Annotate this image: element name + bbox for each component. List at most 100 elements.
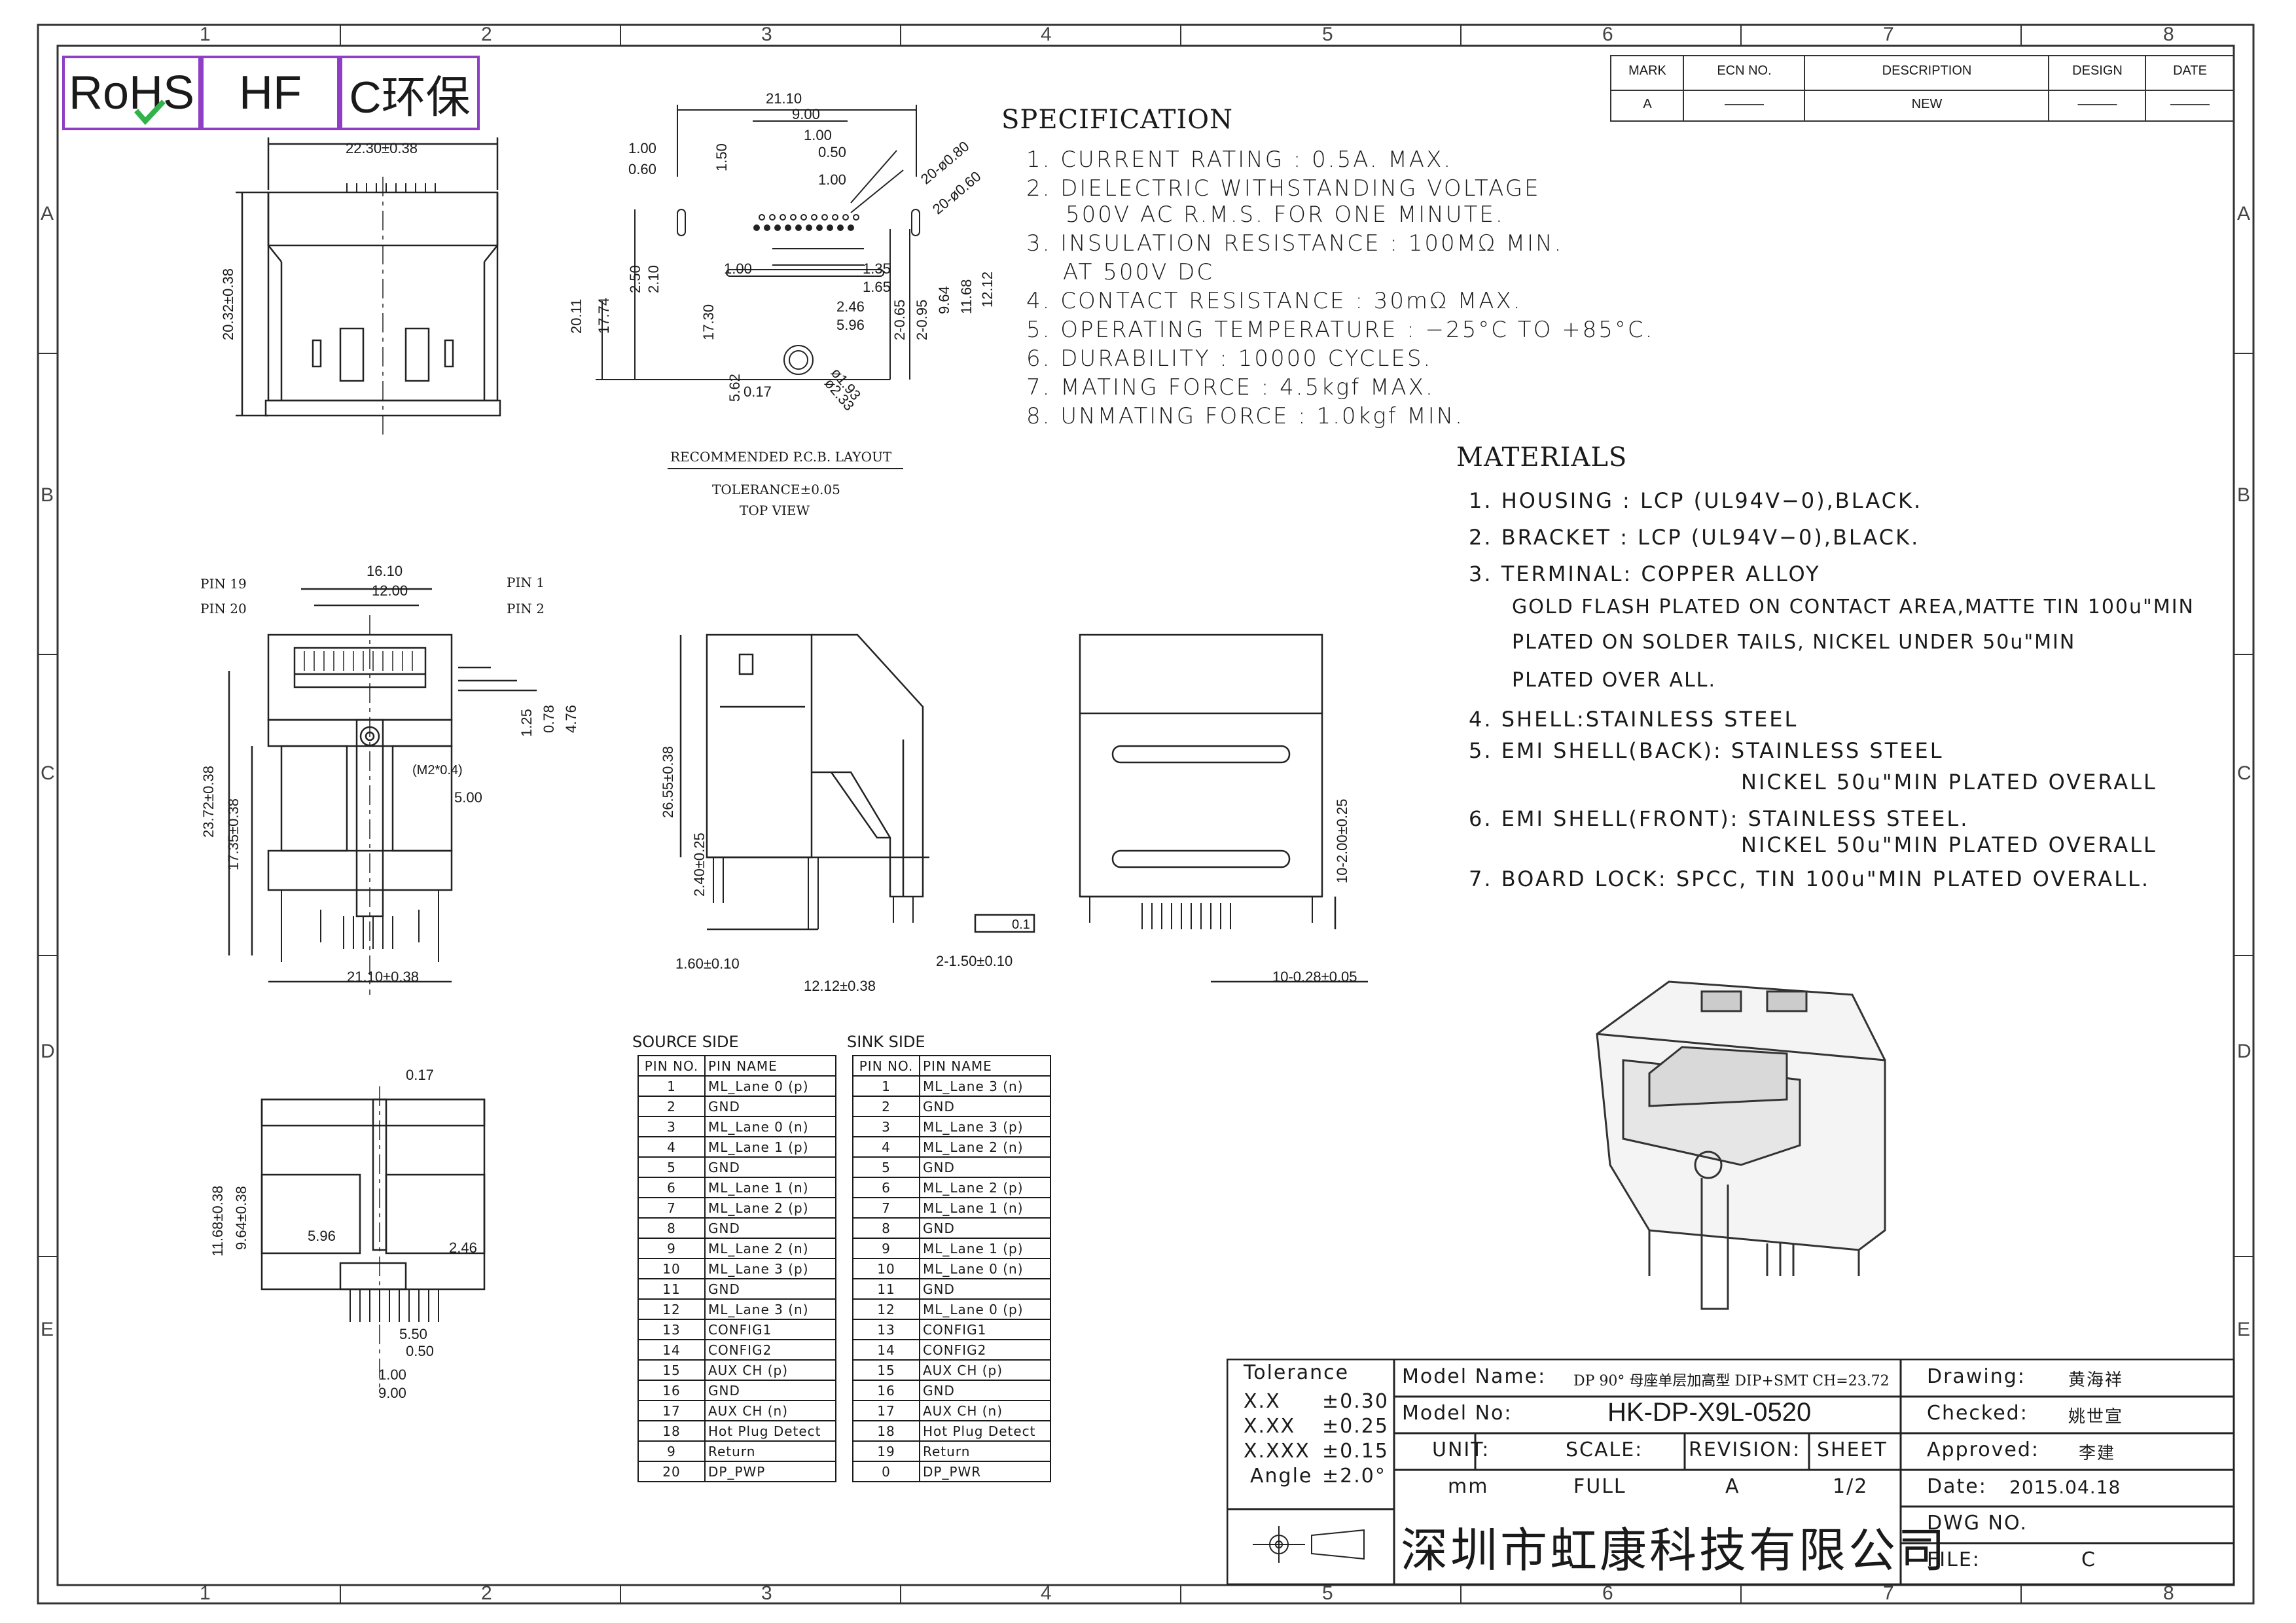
tolerance-xxxx-value: ±0.15	[1322, 1440, 1389, 1463]
bottom-dim: 9.00	[378, 1385, 406, 1401]
pin-name: GND	[704, 1096, 836, 1117]
spec-item: 6. DURABILITY : 10000 CYCLES.	[1026, 346, 1433, 372]
pin-no: 12	[852, 1298, 920, 1320]
pcb-dim: 12.12	[979, 271, 996, 308]
pin-no: 1	[637, 1075, 706, 1097]
unit-label: UNIT:	[1432, 1438, 1490, 1461]
zone-col-2-bottom: 2	[481, 1582, 492, 1604]
material-item: NICKEL 50u"MIN PLATED OVERALL	[1741, 770, 2157, 794]
pin-name: ML_Lane 3 (p)	[704, 1258, 836, 1279]
pin-name: ML_Lane 3 (p)	[919, 1116, 1051, 1137]
scale-value: FULL	[1573, 1475, 1626, 1498]
zone-row-a-right: A	[2237, 203, 2251, 224]
tolerance-xxx-label: X.XX	[1244, 1415, 1296, 1438]
pcb-dim: 17.74	[596, 297, 612, 334]
pin-no: 7	[852, 1197, 920, 1219]
pin-name: ML_Lane 1 (p)	[919, 1238, 1051, 1259]
pin-1-label: PIN 1	[507, 575, 545, 590]
rev-header-mark: MARK	[1628, 63, 1666, 78]
spec-item: 4. CONTACT RESISTANCE : 30mΩ MAX.	[1026, 288, 1522, 314]
date-label: Date:	[1927, 1475, 1987, 1498]
spec-item: 8. UNMATING FORCE : 1.0kgf MIN.	[1026, 403, 1464, 429]
drawing-label: Drawing:	[1927, 1365, 2026, 1388]
header-pin-no: PIN NO.	[852, 1055, 920, 1077]
pin-no: 14	[637, 1339, 706, 1361]
pcb-layout-drawing	[596, 105, 920, 380]
pin-name: AUX CH (p)	[919, 1359, 1051, 1381]
pin-name: CONFIG2	[704, 1339, 836, 1361]
zone-col-5-bottom: 5	[1322, 1582, 1333, 1604]
bottom-dim: 0.50	[406, 1343, 434, 1359]
material-item: PLATED ON SOLDER TAILS, NICKEL UNDER 50u…	[1512, 631, 2076, 654]
pin-no: 16	[852, 1380, 920, 1401]
pin-no: 12	[637, 1298, 706, 1320]
pcb-dim: 5.96	[836, 317, 865, 333]
spec-item: 1. CURRENT RATING : 0.5A. MAX.	[1026, 147, 1453, 173]
env-badge: C环保	[340, 56, 480, 130]
file-label: FILE:	[1927, 1548, 1981, 1571]
pcb-dim: 0.60	[628, 161, 656, 177]
rev-header-ecn: ECN NO.	[1717, 63, 1772, 78]
rev-header-date: DATE	[2173, 63, 2207, 78]
hf-label: HF	[239, 67, 302, 119]
front-width-dim: 22.30±0.38	[346, 140, 418, 156]
bottom-dim: 5.50	[399, 1326, 427, 1342]
pcb-top-view: TOP VIEW	[740, 503, 810, 518]
scale-label: SCALE:	[1566, 1438, 1643, 1461]
pin-name: ML_Lane 3 (n)	[704, 1298, 836, 1320]
pin-name: CONFIG1	[704, 1319, 836, 1340]
pin-name: AUX CH (p)	[704, 1359, 836, 1381]
checked-label: Checked:	[1927, 1402, 2028, 1425]
model-no-value: HK-DP-X9L-0520	[1607, 1398, 1812, 1427]
zone-col-3-bottom: 3	[761, 1582, 772, 1604]
material-item: 5. EMI SHELL(BACK): STAINLESS STEEL	[1469, 738, 1944, 763]
pin-no: 17	[637, 1400, 706, 1421]
pin-no: 18	[852, 1420, 920, 1442]
pin-no: 16	[637, 1380, 706, 1401]
pcb-dim: 5.62	[726, 374, 743, 402]
pin-no: 2	[852, 1096, 920, 1117]
pcb-dim: 0.50	[818, 144, 846, 160]
sink-side-caption: SINK SIDE	[847, 1033, 925, 1051]
pcb-layout-caption: RECOMMENDED P.C.B. LAYOUT	[670, 449, 892, 465]
pin-name: GND	[919, 1096, 1051, 1117]
pin-no: 0	[852, 1461, 920, 1482]
zone-row-c-right: C	[2237, 762, 2251, 784]
pin-name: GND	[919, 1217, 1051, 1239]
pin-no: 9	[852, 1238, 920, 1259]
pin-name: CONFIG1	[919, 1319, 1051, 1340]
pin-name: ML_Lane 2 (n)	[704, 1238, 836, 1259]
zone-col-1-bottom: 1	[200, 1582, 211, 1604]
pin-no: 19	[852, 1440, 920, 1462]
pcb-dim: 1.00	[804, 127, 832, 143]
source-side-caption: SOURCE SIDE	[632, 1033, 739, 1051]
pin-name: GND	[704, 1156, 836, 1178]
tolerance-xx-value: ±0.30	[1322, 1390, 1389, 1413]
rev-header-design: DESIGN	[2072, 63, 2123, 78]
pin-name: Return	[919, 1440, 1051, 1462]
pin-no: 4	[637, 1136, 706, 1158]
rohs-badge: RoHS	[62, 56, 201, 130]
pin-name: GND	[919, 1156, 1051, 1178]
specification-title: SPECIFICATION	[1001, 105, 1234, 135]
material-item: 7. BOARD LOCK: SPCC, TIN 100u"MIN PLATED…	[1469, 866, 2151, 891]
